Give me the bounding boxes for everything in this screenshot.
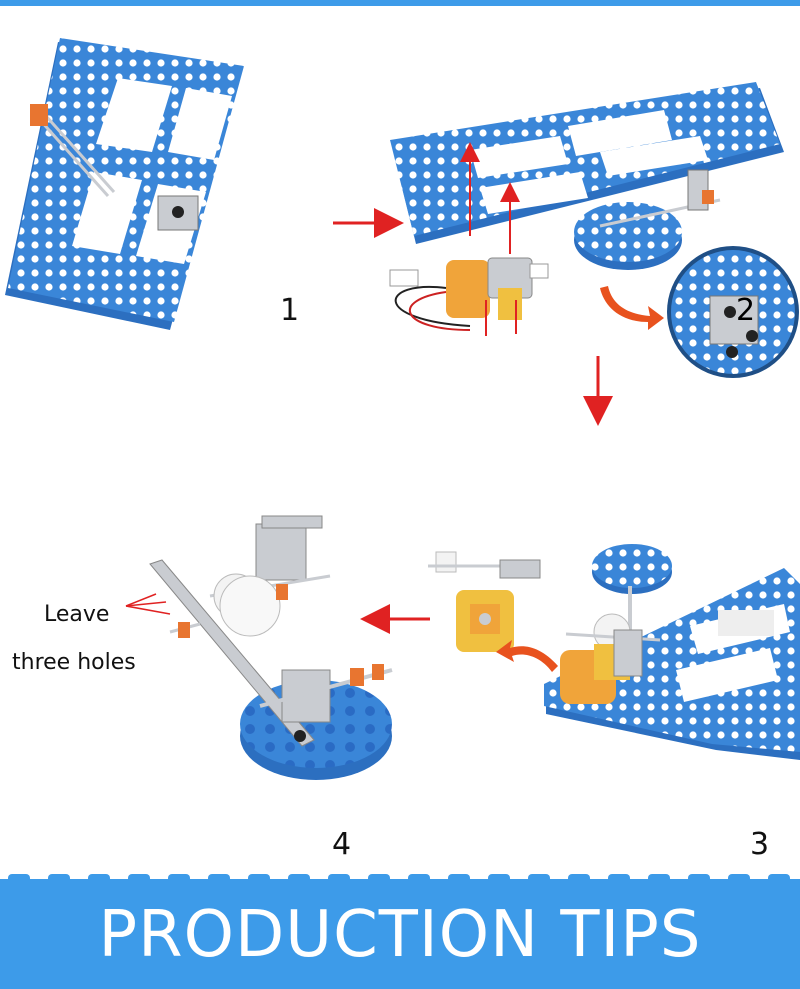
step-2-label: 2 (736, 293, 756, 328)
step-4-assembly (125, 515, 393, 780)
curved-arrow-icon (600, 286, 664, 330)
step-1-label: 1 (280, 293, 300, 328)
step-2-assembly (389, 82, 784, 336)
production-tips-banner (0, 879, 800, 989)
step-3-label: 3 (750, 827, 770, 862)
step-1-plate (5, 38, 244, 330)
curved-arrow-icon (496, 640, 558, 672)
step-2-zoom-detail (667, 246, 799, 378)
step-4-label: 4 (332, 827, 352, 862)
banner-title: PRODUCTION TIPS (98, 898, 702, 972)
step-3-assembly (428, 544, 800, 760)
annotation-three-holes: three holes (12, 650, 136, 675)
top-accent-bar (0, 0, 800, 6)
annotation-leave: Leave (44, 602, 110, 627)
